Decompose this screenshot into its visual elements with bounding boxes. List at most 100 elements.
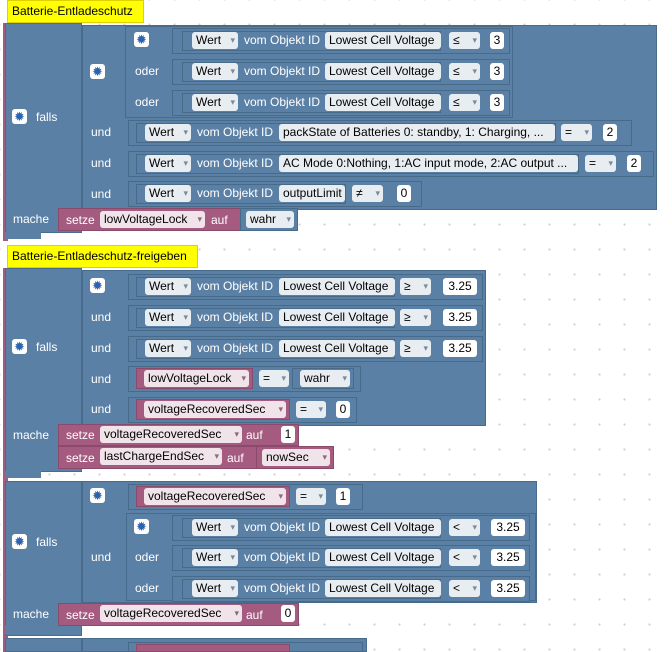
- variable-dropdown[interactable]: voltageRecoveredSec: [144, 488, 286, 505]
- number-field[interactable]: 3.25: [491, 549, 525, 566]
- obj-label: vom Objekt ID: [197, 341, 274, 355]
- operator-dropdown[interactable]: =: [259, 370, 289, 387]
- und-label: und: [91, 310, 112, 324]
- object-id-field[interactable]: Lowest Cell Voltage: [325, 519, 441, 536]
- operator-dropdown[interactable]: ≤: [449, 63, 480, 80]
- operator-dropdown[interactable]: ≥: [400, 309, 431, 326]
- operator-dropdown[interactable]: ≥: [400, 278, 431, 295]
- variable-dropdown[interactable]: lowVoltageLock: [100, 211, 205, 228]
- gear-icon[interactable]: [12, 339, 27, 354]
- number-field[interactable]: 2: [627, 155, 641, 172]
- obj-label: vom Objekt ID: [244, 550, 321, 564]
- mache-label: mache: [13, 212, 50, 226]
- operator-dropdown[interactable]: ≤: [449, 94, 480, 111]
- boolean-dropdown[interactable]: wahr: [246, 211, 294, 228]
- obj-label: vom Objekt ID: [197, 125, 274, 139]
- event-hat-1[interactable]: Batterie-Entladeschutz: [7, 0, 144, 23]
- operator-dropdown[interactable]: ≥: [400, 340, 431, 357]
- number-field[interactable]: 2: [603, 124, 617, 141]
- obj-label: vom Objekt ID: [244, 64, 321, 78]
- object-id-field[interactable]: AC Mode 0:Nothing, 1:AC input mode, 2:AC…: [279, 155, 578, 172]
- gear-icon[interactable]: [90, 278, 105, 293]
- operator-dropdown[interactable]: ≠: [352, 185, 383, 202]
- number-field[interactable]: 1: [281, 426, 295, 443]
- gear-icon[interactable]: [134, 32, 149, 47]
- variable-dropdown[interactable]: voltageRecoveredSec: [100, 605, 242, 622]
- gear-icon[interactable]: [90, 488, 105, 503]
- attr-dropdown[interactable]: Wert: [192, 94, 238, 111]
- auf-label: auf: [246, 608, 263, 622]
- event-hat-2[interactable]: Batterie-Entladeschutz-freigeben: [7, 245, 198, 268]
- attr-dropdown[interactable]: Wert: [145, 340, 191, 357]
- gear-icon[interactable]: [12, 109, 27, 124]
- number-field[interactable]: 0: [336, 401, 350, 418]
- operator-dropdown[interactable]: <: [449, 519, 480, 536]
- object-id-field[interactable]: Lowest Cell Voltage: [279, 340, 395, 357]
- attr-dropdown[interactable]: Wert: [145, 185, 191, 202]
- attr-dropdown[interactable]: Wert: [145, 155, 191, 172]
- falls-label: falls: [36, 110, 58, 124]
- number-field[interactable]: 1: [336, 488, 350, 505]
- variable-dropdown[interactable]: lowVoltageLock: [144, 370, 249, 387]
- operator-dropdown[interactable]: <: [449, 549, 480, 566]
- attr-dropdown[interactable]: Wert: [145, 278, 191, 295]
- attr-dropdown[interactable]: Wert: [192, 519, 238, 536]
- attr-dropdown[interactable]: Wert: [192, 580, 238, 597]
- obj-label: vom Objekt ID: [244, 33, 321, 47]
- operator-dropdown[interactable]: =: [296, 401, 326, 418]
- auf-label: auf: [246, 428, 263, 442]
- object-id-field[interactable]: Lowest Cell Voltage: [325, 549, 441, 566]
- if-block-4[interactable]: [5, 638, 82, 652]
- object-id-field[interactable]: packState of Batteries 0: standby, 1: Ch…: [279, 124, 555, 141]
- attr-dropdown[interactable]: Wert: [192, 63, 238, 80]
- auf-label: auf: [227, 451, 244, 465]
- object-id-field[interactable]: Lowest Cell Voltage: [325, 580, 441, 597]
- number-field[interactable]: 3.25: [443, 309, 477, 326]
- number-field[interactable]: 3.25: [491, 580, 525, 597]
- variable-dropdown[interactable]: nowSec: [262, 449, 330, 466]
- hat-title: Batterie-Entladeschutz-freigeben: [12, 249, 187, 263]
- auf-label: auf: [211, 213, 228, 227]
- operator-dropdown[interactable]: <: [449, 580, 480, 597]
- operator-dropdown[interactable]: ≤: [449, 32, 480, 49]
- object-id-field[interactable]: Lowest Cell Voltage: [325, 63, 441, 80]
- number-field[interactable]: 0: [281, 605, 295, 622]
- number-field[interactable]: 3: [490, 32, 504, 49]
- object-id-field[interactable]: outputLimit: [279, 185, 345, 202]
- variable-dropdown[interactable]: voltageRecoveredSec: [100, 426, 242, 443]
- setze-label: setze: [66, 451, 95, 465]
- attr-dropdown[interactable]: Wert: [192, 32, 238, 49]
- mache-label: mache: [13, 428, 50, 442]
- operator-dropdown[interactable]: =: [296, 488, 326, 505]
- object-id-field[interactable]: Lowest Cell Voltage: [279, 309, 395, 326]
- operator-dropdown[interactable]: =: [561, 124, 592, 141]
- variable-dropdown[interactable]: voltageRecoveredSec: [144, 401, 286, 418]
- operator-dropdown[interactable]: =: [585, 155, 616, 172]
- und-label: und: [91, 402, 112, 416]
- gear-icon[interactable]: [12, 534, 27, 549]
- oder-label: oder: [135, 581, 160, 595]
- if-block-1[interactable]: [5, 23, 82, 233]
- number-field[interactable]: 3: [490, 63, 504, 80]
- obj-label: vom Objekt ID: [244, 581, 321, 595]
- if-footer: [5, 626, 41, 634]
- attr-dropdown[interactable]: Wert: [192, 549, 238, 566]
- number-field[interactable]: 3.25: [443, 278, 477, 295]
- number-field[interactable]: 0: [397, 185, 411, 202]
- gear-icon[interactable]: [90, 64, 105, 79]
- object-id-field[interactable]: Lowest Cell Voltage: [279, 278, 395, 295]
- variable-dropdown[interactable]: lastChargeEndSec: [100, 448, 222, 465]
- object-id-field[interactable]: Lowest Cell Voltage: [325, 32, 441, 49]
- obj-label: vom Objekt ID: [197, 156, 274, 170]
- number-field[interactable]: 3: [490, 94, 504, 111]
- gear-icon[interactable]: [134, 519, 149, 534]
- boolean-dropdown[interactable]: wahr: [300, 370, 350, 387]
- get-variable-block[interactable]: [136, 644, 290, 652]
- if-block-3[interactable]: [5, 481, 82, 636]
- und-label: und: [91, 187, 112, 201]
- object-id-field[interactable]: Lowest Cell Voltage: [325, 94, 441, 111]
- attr-dropdown[interactable]: Wert: [145, 124, 191, 141]
- attr-dropdown[interactable]: Wert: [145, 309, 191, 326]
- number-field[interactable]: 3.25: [491, 519, 525, 536]
- number-field[interactable]: 3.25: [443, 340, 477, 357]
